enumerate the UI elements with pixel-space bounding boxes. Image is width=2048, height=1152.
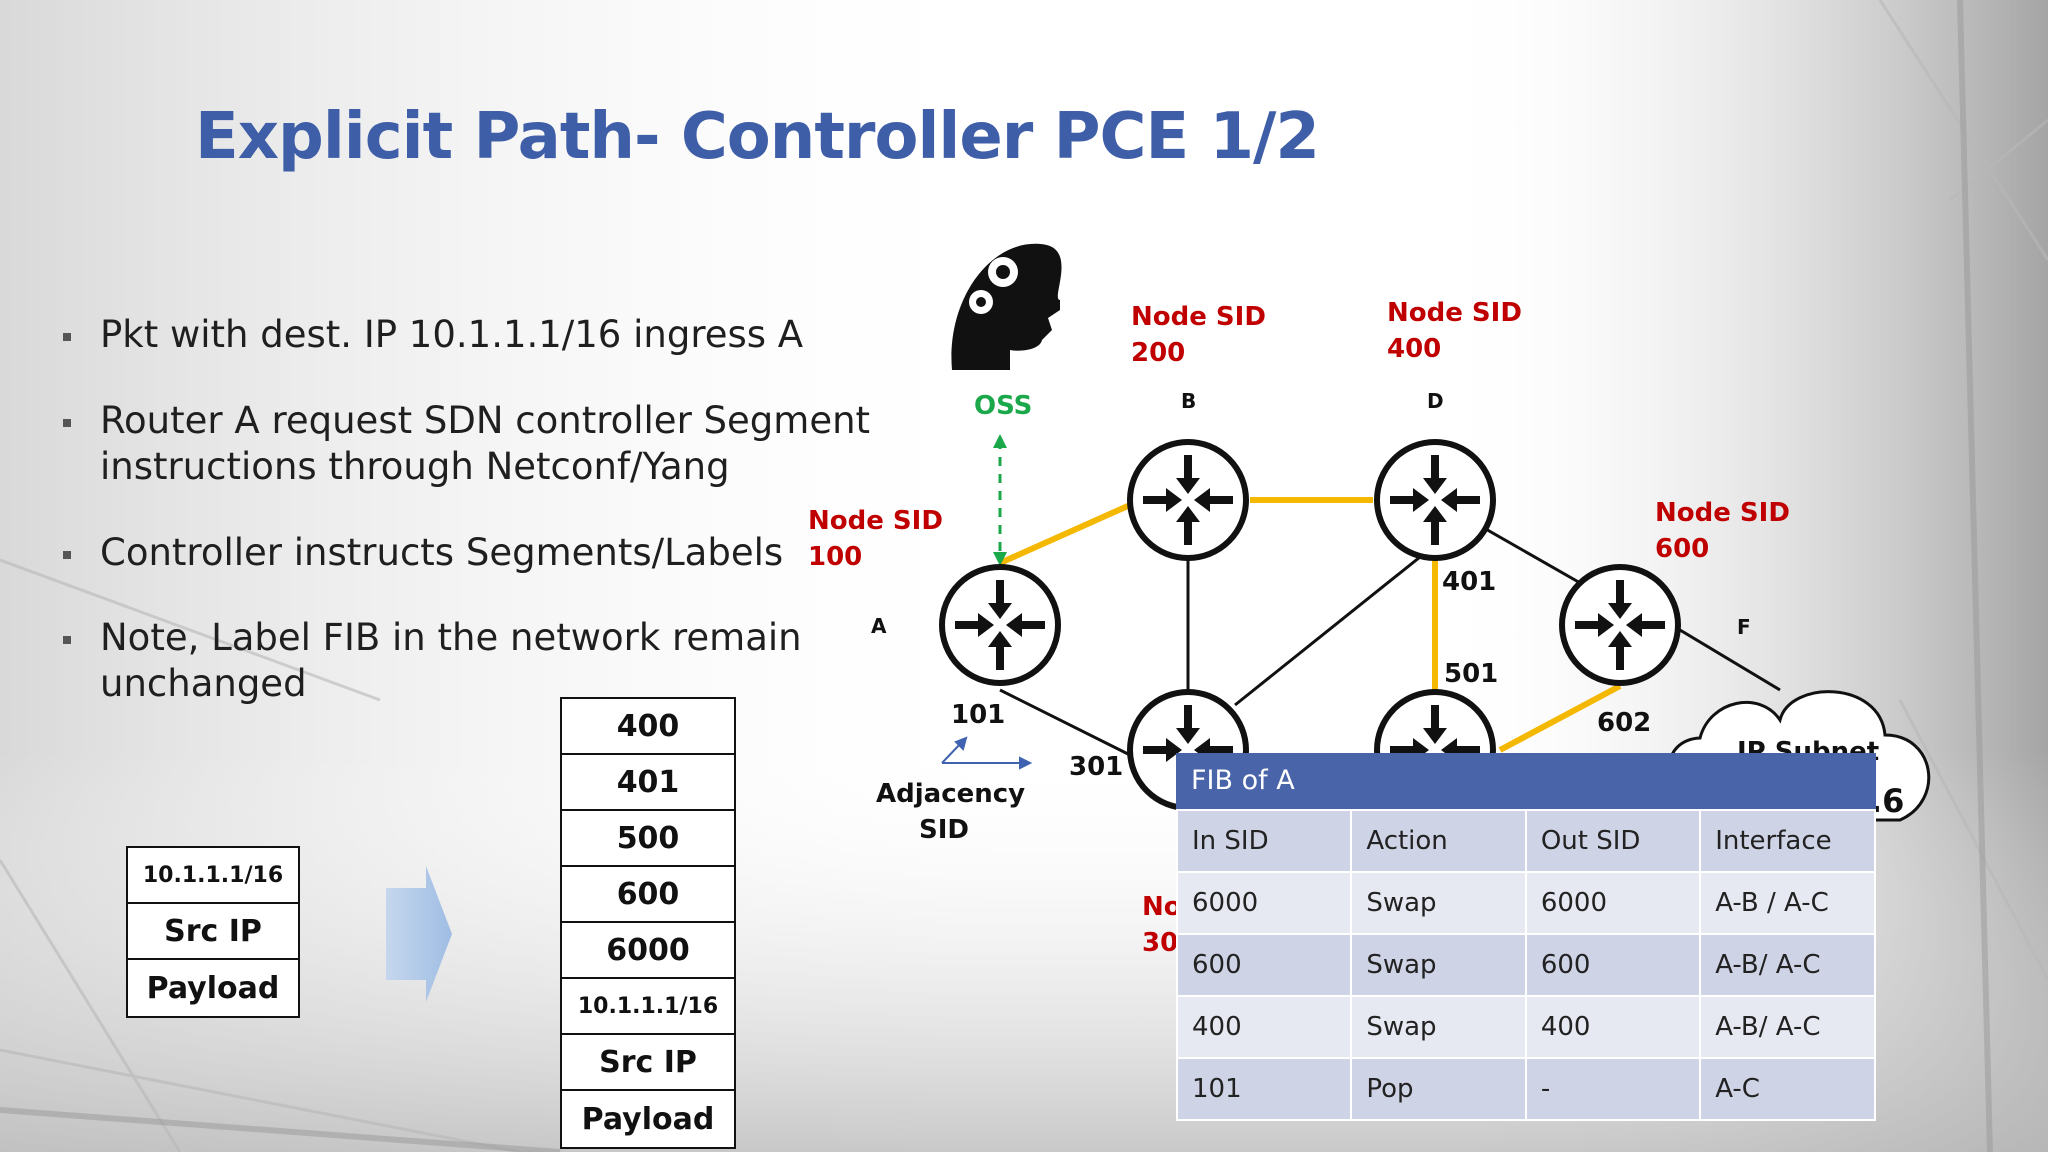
bullet-square-icon xyxy=(63,419,71,427)
table-cell: 101 xyxy=(1175,1057,1353,1121)
table-cell: 400 xyxy=(1175,995,1353,1059)
oss-label: OSS xyxy=(974,391,1032,421)
table-cell: - xyxy=(1524,1057,1702,1121)
fib-header-row: In SID Action Out SID Interface xyxy=(1175,809,1876,873)
node-sid-b-value: 200 xyxy=(1131,338,1185,368)
node-sid-a-title: Node SID xyxy=(808,506,943,536)
label-500: 500 xyxy=(562,811,734,867)
router-name-f: F xyxy=(1737,615,1751,639)
fib-header-interface: Interface xyxy=(1699,809,1876,873)
adjacency-label-401: 401 xyxy=(1442,567,1496,597)
router-name-b: B xyxy=(1181,389,1196,413)
table-cell: A-B / A-C xyxy=(1699,871,1876,935)
table-cell: 600 xyxy=(1524,933,1702,997)
bullet-square-icon xyxy=(63,333,71,341)
table-cell: Swap xyxy=(1350,871,1527,935)
node-sid-b-title: Node SID xyxy=(1131,302,1266,332)
fib-header-in-sid: In SID xyxy=(1175,809,1353,873)
table-cell: Swap xyxy=(1350,995,1527,1059)
node-sid-a-value: 100 xyxy=(808,542,862,572)
table-cell: 6000 xyxy=(1524,871,1702,935)
packet-original-stack: 10.1.1.1/16 Src IP Payload xyxy=(126,846,300,1018)
table-cell: A-C xyxy=(1699,1057,1876,1121)
oss-arrow-up-icon xyxy=(993,434,1007,448)
label-400: 400 xyxy=(562,699,734,755)
adjacency-caption-line1: Adjacency xyxy=(876,779,1025,809)
table-cell: Pop xyxy=(1350,1057,1527,1121)
node-sid-f-title: Node SID xyxy=(1655,498,1790,528)
slide-title: Explicit Path- Controller PCE 1/2 xyxy=(195,100,1320,174)
table-cell: Swap xyxy=(1350,933,1527,997)
fib-table: In SID Action Out SID Interface 6000 Swa… xyxy=(1175,809,1876,1121)
explicit-path xyxy=(998,497,1622,753)
bullet-square-icon xyxy=(63,636,71,644)
router-name-a: A xyxy=(871,614,887,638)
table-row: 101 Pop - A-C xyxy=(1175,1057,1876,1121)
packet-src-ip: Src IP xyxy=(128,904,298,960)
router-d-icon xyxy=(1374,439,1496,561)
table-row: 400 Swap 400 A-B/ A-C xyxy=(1175,995,1876,1059)
label-600: 600 xyxy=(562,867,734,923)
packet-dest-ip: 10.1.1.1/16 xyxy=(128,848,298,904)
label-6000: 6000 xyxy=(562,923,734,979)
adjacency-label-101: 101 xyxy=(951,700,1005,730)
adjacency-caption-line2: SID xyxy=(919,815,969,845)
packet-src-ip: Src IP xyxy=(562,1035,734,1091)
router-name-d: D xyxy=(1427,389,1444,413)
table-cell: A-B/ A-C xyxy=(1699,995,1876,1059)
table-row: 600 Swap 600 A-B/ A-C xyxy=(1175,933,1876,997)
table-cell: 600 xyxy=(1175,933,1353,997)
fib-header-out-sid: Out SID xyxy=(1524,809,1702,873)
node-sid-d-value: 400 xyxy=(1387,334,1441,364)
packet-payload: Payload xyxy=(146,970,280,1006)
adjacency-label-501: 501 xyxy=(1444,659,1498,689)
router-a-icon xyxy=(939,564,1061,686)
router-f-icon xyxy=(1559,564,1681,686)
oss-arrow-down-icon xyxy=(993,552,1007,566)
packet-dest-ip: 10.1.1.1/16 xyxy=(562,979,734,1035)
fib-title: FIB of A xyxy=(1176,753,1876,809)
bullet-square-icon xyxy=(63,551,71,559)
label-401: 401 xyxy=(562,755,734,811)
right-arrow-icon xyxy=(386,866,452,1002)
node-sid-f-value: 600 xyxy=(1655,534,1709,564)
table-cell: 6000 xyxy=(1175,871,1353,935)
node-sid-c-title: No xyxy=(1142,892,1182,922)
adjacency-label-602: 602 xyxy=(1597,708,1651,738)
table-cell: A-B/ A-C xyxy=(1699,933,1876,997)
node-sid-d-title: Node SID xyxy=(1387,298,1522,328)
node-sid-c-value: 30 xyxy=(1142,928,1178,958)
router-b-icon xyxy=(1127,439,1249,561)
table-cell: 400 xyxy=(1524,995,1702,1059)
packet-labeled-stack: 400 401 500 600 6000 10.1.1.1/16 Src IP … xyxy=(560,697,736,1149)
adjacency-label-301: 301 xyxy=(1069,752,1123,782)
packet-payload: Payload xyxy=(581,1101,715,1137)
fib-header-action: Action xyxy=(1350,809,1527,873)
adjacency-arrows-icon xyxy=(941,736,1033,770)
controller-brain-icon xyxy=(951,243,1062,370)
table-row: 6000 Swap 6000 A-B / A-C xyxy=(1175,871,1876,935)
